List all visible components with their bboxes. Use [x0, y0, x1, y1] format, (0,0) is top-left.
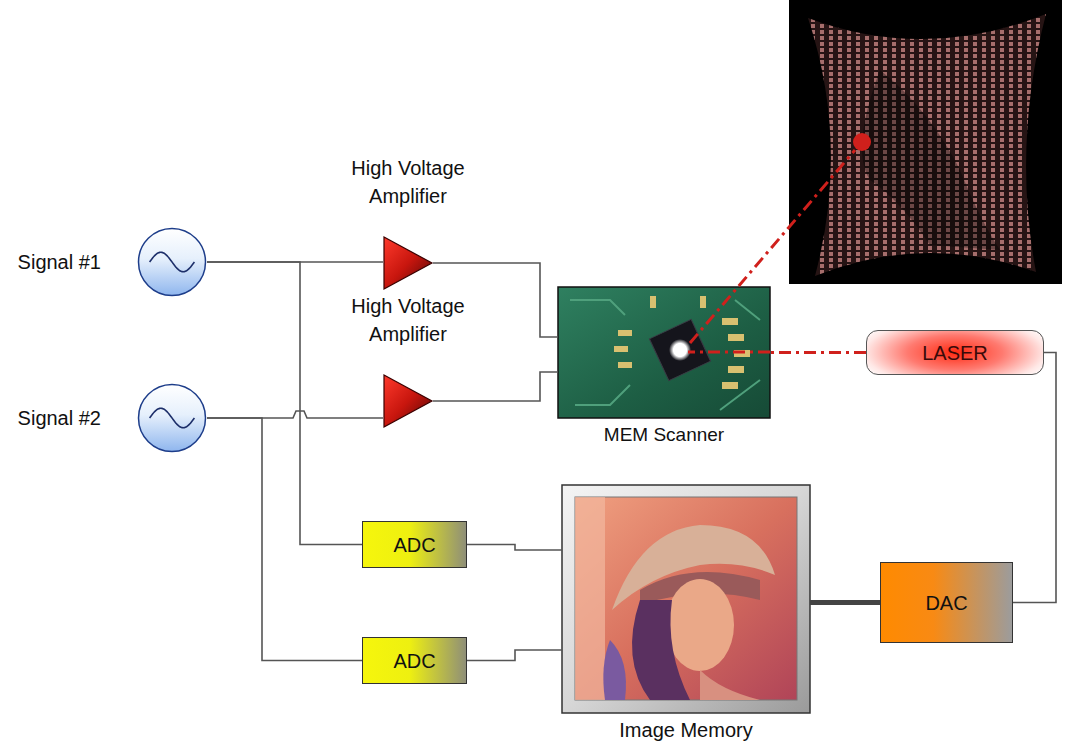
picture-ground [575, 497, 797, 700]
picture-frame [562, 485, 810, 713]
node-label: ADC [393, 533, 435, 557]
projection-ground [789, 0, 1062, 284]
memory-box: Image Memory [562, 485, 810, 713]
laser-beam [688, 351, 770, 354]
picture-feather [603, 640, 626, 700]
pcb-pads [728, 366, 744, 373]
pcb-pads [614, 296, 750, 389]
source-circle [139, 385, 206, 452]
signal-wire [433, 372, 558, 401]
node-label: High Voltage Amplifier [323, 292, 493, 348]
scanner-photo [558, 150, 855, 418]
node-label: High Voltage Amplifier [323, 154, 493, 210]
node-label: ADC [393, 649, 435, 673]
projection-image [789, 0, 1062, 284]
scan-shading [862, 70, 1000, 250]
pcb-pads [650, 296, 656, 308]
node-label: MEM Scanner [544, 423, 784, 447]
scanner-box: MEM Scanner [558, 287, 770, 418]
laser-beam [770, 351, 866, 354]
pcb-pads [722, 318, 738, 325]
adc-box: ADC [362, 521, 467, 568]
node-label: Signal #2 [18, 406, 101, 430]
mems-mirror [674, 344, 686, 356]
signal-wire [207, 411, 383, 418]
pcb-pads [618, 362, 632, 368]
pcb-pads [614, 346, 628, 352]
pcb-pads [722, 382, 738, 389]
picture-hair [632, 600, 690, 700]
node-label: Signal #1 [18, 250, 101, 274]
signal-wire [1013, 353, 1056, 603]
picture-detail [575, 497, 605, 700]
signal-wire [207, 262, 362, 545]
signal-wire [207, 418, 362, 661]
sine-symbol [150, 408, 195, 428]
signal-source: Signal #2 [137, 383, 207, 453]
source-circle [137, 383, 207, 453]
scan-pattern [808, 14, 1046, 276]
pcb-pads [728, 334, 744, 341]
data-bus [810, 600, 880, 605]
amplifier-symbol: High Voltage Amplifier [383, 236, 433, 290]
node-label: DAC [925, 591, 967, 615]
pcb-trace [570, 300, 760, 410]
amplifier-triangle [384, 375, 432, 427]
signal-wire [467, 650, 562, 661]
image-memory-picture [562, 485, 810, 713]
node-label: LASER [922, 341, 988, 365]
dac-box: DAC [880, 562, 1013, 643]
node-label: Image Memory [566, 718, 806, 742]
laser-box: LASER [866, 330, 1044, 375]
pcb [558, 287, 770, 418]
amplifier-triangle [383, 236, 433, 290]
picture-shoulder [700, 670, 760, 700]
laser-beam [690, 150, 855, 343]
pcb-pads [700, 296, 706, 308]
amplifier-triangle [383, 374, 433, 428]
signal-wire [467, 545, 562, 551]
amplifier-triangle [384, 237, 432, 289]
laser-spot [853, 133, 871, 151]
amplifier-symbol: High Voltage Amplifier [383, 374, 433, 428]
adc-box: ADC [362, 637, 467, 684]
source-circle [137, 227, 207, 297]
picture-face [666, 579, 734, 671]
pcb-pads [618, 330, 632, 336]
mirror-glow [669, 339, 691, 361]
source-circle [139, 229, 206, 296]
signal-source: Signal #1 [137, 227, 207, 297]
sine-symbol [150, 252, 195, 272]
